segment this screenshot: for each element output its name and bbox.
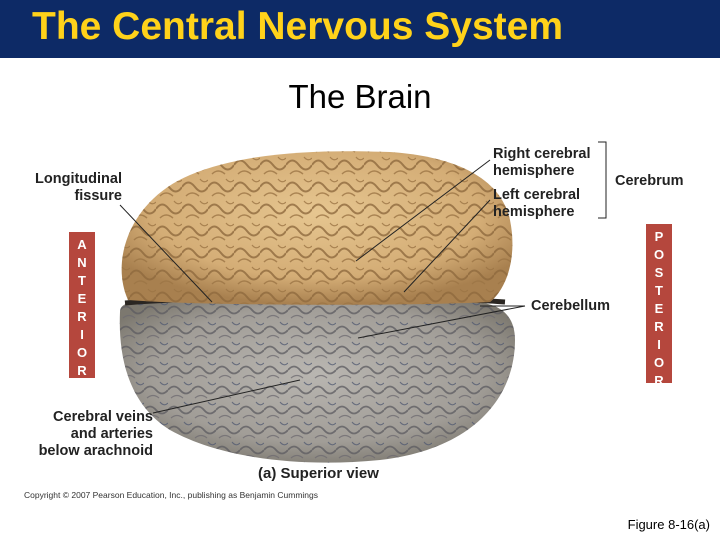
- letter: E: [654, 301, 664, 316]
- page-title: The Central Nervous System: [32, 5, 564, 48]
- letter: N: [77, 255, 87, 270]
- letter: I: [80, 327, 84, 342]
- label-cerebrum: Cerebrum: [615, 173, 684, 189]
- figure-reference: Figure 8-16(a): [627, 517, 710, 532]
- label-cerebral-veins: Cerebral veins and arteries below arachn…: [20, 409, 153, 460]
- letter: A: [77, 237, 87, 252]
- letter: R: [654, 373, 664, 388]
- label-line: Left cerebral: [493, 187, 581, 203]
- label-line: fissure: [74, 188, 122, 204]
- letter: R: [77, 309, 87, 324]
- figure-caption: (a) Superior view: [258, 465, 379, 482]
- letter: R: [77, 363, 87, 378]
- label-cerebellum: Cerebellum: [531, 298, 610, 314]
- letter: T: [655, 283, 663, 298]
- letter: P: [654, 229, 664, 244]
- anterior-label: A N T E R I O R: [69, 232, 95, 378]
- letter: T: [78, 273, 86, 288]
- pointer-lines: [119, 141, 607, 414]
- label-line: hemisphere: [493, 163, 575, 179]
- label-line: hemisphere: [493, 204, 575, 220]
- letter: S: [654, 265, 664, 280]
- label-line: below arachnoid: [38, 443, 153, 459]
- label-line: Cerebral veins: [53, 409, 153, 425]
- letter: O: [653, 355, 665, 370]
- letter: E: [77, 291, 87, 306]
- upper-brain-half: [121, 151, 513, 305]
- label-left-cerebral-hemisphere: Left cerebral hemisphere: [493, 187, 580, 221]
- letter: I: [657, 337, 661, 352]
- posterior-label: P O S T E R I O R: [646, 224, 672, 388]
- label-line: Longitudinal: [35, 171, 122, 187]
- label-line: and arteries: [70, 426, 153, 442]
- letter: O: [76, 345, 88, 360]
- letter: R: [654, 319, 664, 334]
- label-longitudinal-fissure: Longitudinal fissure: [22, 171, 122, 205]
- copyright-notice: Copyright © 2007 Pearson Education, Inc.…: [24, 490, 319, 500]
- label-line: Right cerebral: [493, 146, 591, 162]
- lower-brain-half: [119, 301, 515, 463]
- letter: O: [653, 247, 665, 262]
- label-right-cerebral-hemisphere: Right cerebral hemisphere: [493, 146, 591, 180]
- title-bar: The Central Nervous System: [0, 0, 720, 58]
- slide-subtitle: The Brain: [288, 78, 432, 115]
